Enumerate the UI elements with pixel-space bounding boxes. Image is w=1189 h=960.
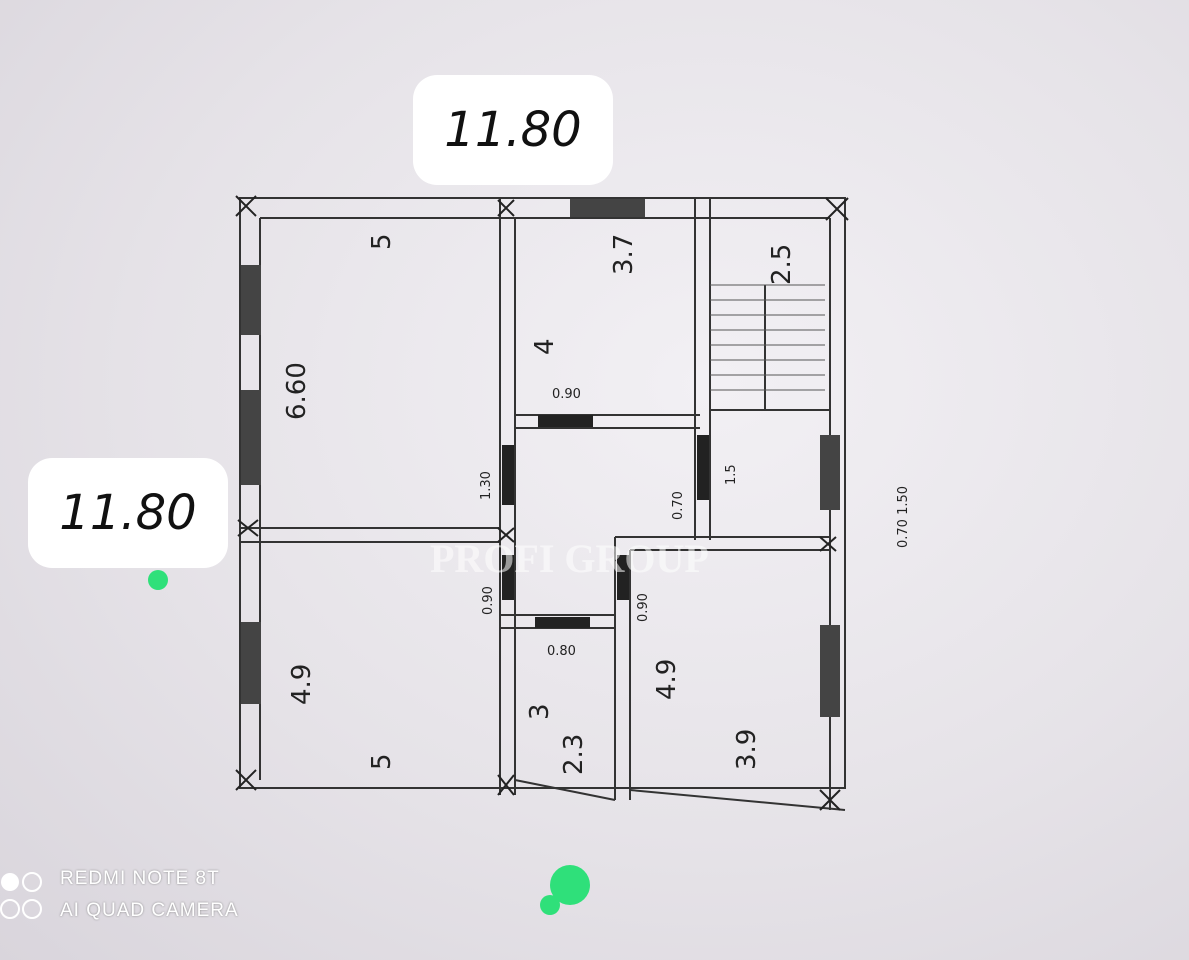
label-door-mid: 0.70 [671, 491, 686, 520]
label-bottom-mid-width: 2.3 [559, 734, 589, 775]
label-hall-door: 0.90 [552, 387, 581, 402]
label-bottom-right-length: 4.9 [652, 659, 682, 700]
label-bottom-left-length: 4.9 [287, 664, 317, 705]
camera-model: REDMI NOTE 8T [60, 868, 220, 889]
watermark-text: PROFI GROUP [430, 536, 709, 581]
camera-logo-icon [0, 872, 44, 920]
label-top-middle-width: 3.7 [609, 234, 639, 275]
label-bath-door: 0.80 [547, 644, 576, 659]
green-marks [148, 570, 590, 915]
label-top-left-length: 6.60 [282, 362, 312, 420]
label-top-middle-length: 4 [530, 338, 560, 355]
stair-treads [710, 284, 825, 391]
windows [241, 199, 840, 717]
doors [502, 415, 709, 628]
label-bottom-right-width: 3.9 [732, 729, 762, 770]
camera-tagline: AI QUAD CAMERA [60, 900, 239, 921]
label-door-lower-mid: 0.90 [636, 593, 651, 622]
label-left-door-top: 1.30 [479, 471, 494, 500]
label-bottom-left-width: 5 [367, 753, 397, 770]
label-right-small: 1.5 [724, 464, 739, 485]
corner-markers [235, 195, 849, 811]
label-stairs-width: 2.5 [767, 244, 797, 285]
label-right-side: 0.70 1.50 [896, 486, 911, 548]
dimension-labels: 5 6.60 3.7 4 2.5 0.90 1.30 1.5 0.70 0.70… [282, 233, 911, 775]
left-height-badge: 11.80 [28, 458, 228, 568]
label-top-left-width: 5 [367, 233, 397, 250]
label-bottom-mid-length: 3 [525, 703, 555, 720]
top-width-badge: 11.80 [413, 75, 613, 185]
label-door-lower-left: 0.90 [481, 586, 496, 615]
